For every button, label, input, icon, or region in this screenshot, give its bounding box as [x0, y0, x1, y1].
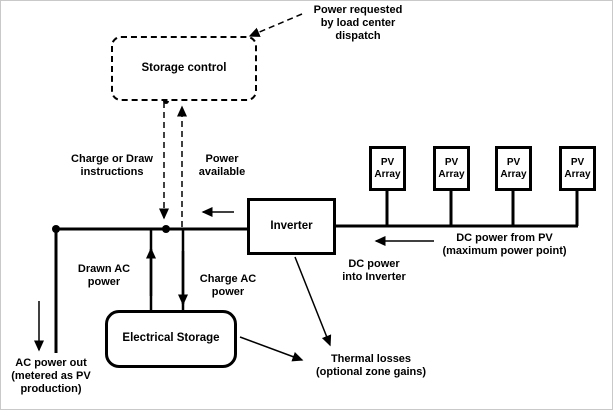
pv-array-box-3: PV Array	[495, 146, 532, 191]
thermal-losses-label: Thermal losses (optional zone gains)	[316, 353, 426, 378]
drawn-ac-power-label: Drawn AC power	[77, 263, 131, 288]
dc-power-into-inverter-label: DC power into Inverter	[342, 258, 406, 283]
pv-array-box-2: PV Array	[433, 146, 470, 191]
dc-power-from-pv-label: DC power from PV (maximum power point)	[442, 232, 567, 257]
junction-dot-left	[52, 225, 60, 233]
electrical-storage-box: Electrical Storage	[105, 310, 237, 368]
pv-array-box-1: PV Array	[369, 146, 406, 191]
power-available-label: Power available	[198, 153, 246, 178]
ac-power-out-label: AC power out (metered as PV production)	[11, 357, 91, 395]
inverter-thermal-arrow	[294, 256, 332, 347]
pv-array-box-4: PV Array	[559, 146, 596, 191]
charge-ac-power-label: Charge AC power	[199, 273, 257, 298]
power-requested-label: Power requested by load center dispatch	[313, 4, 403, 42]
storage-control-box: Storage control	[111, 36, 257, 101]
dispatch-request-arrow	[248, 13, 303, 37]
charge-draw-instructions-label: Charge or Draw instructions	[71, 153, 153, 178]
junction-dot-bus	[162, 225, 170, 233]
storage-thermal-arrow	[239, 336, 304, 362]
inverter-box: Inverter	[247, 198, 336, 255]
